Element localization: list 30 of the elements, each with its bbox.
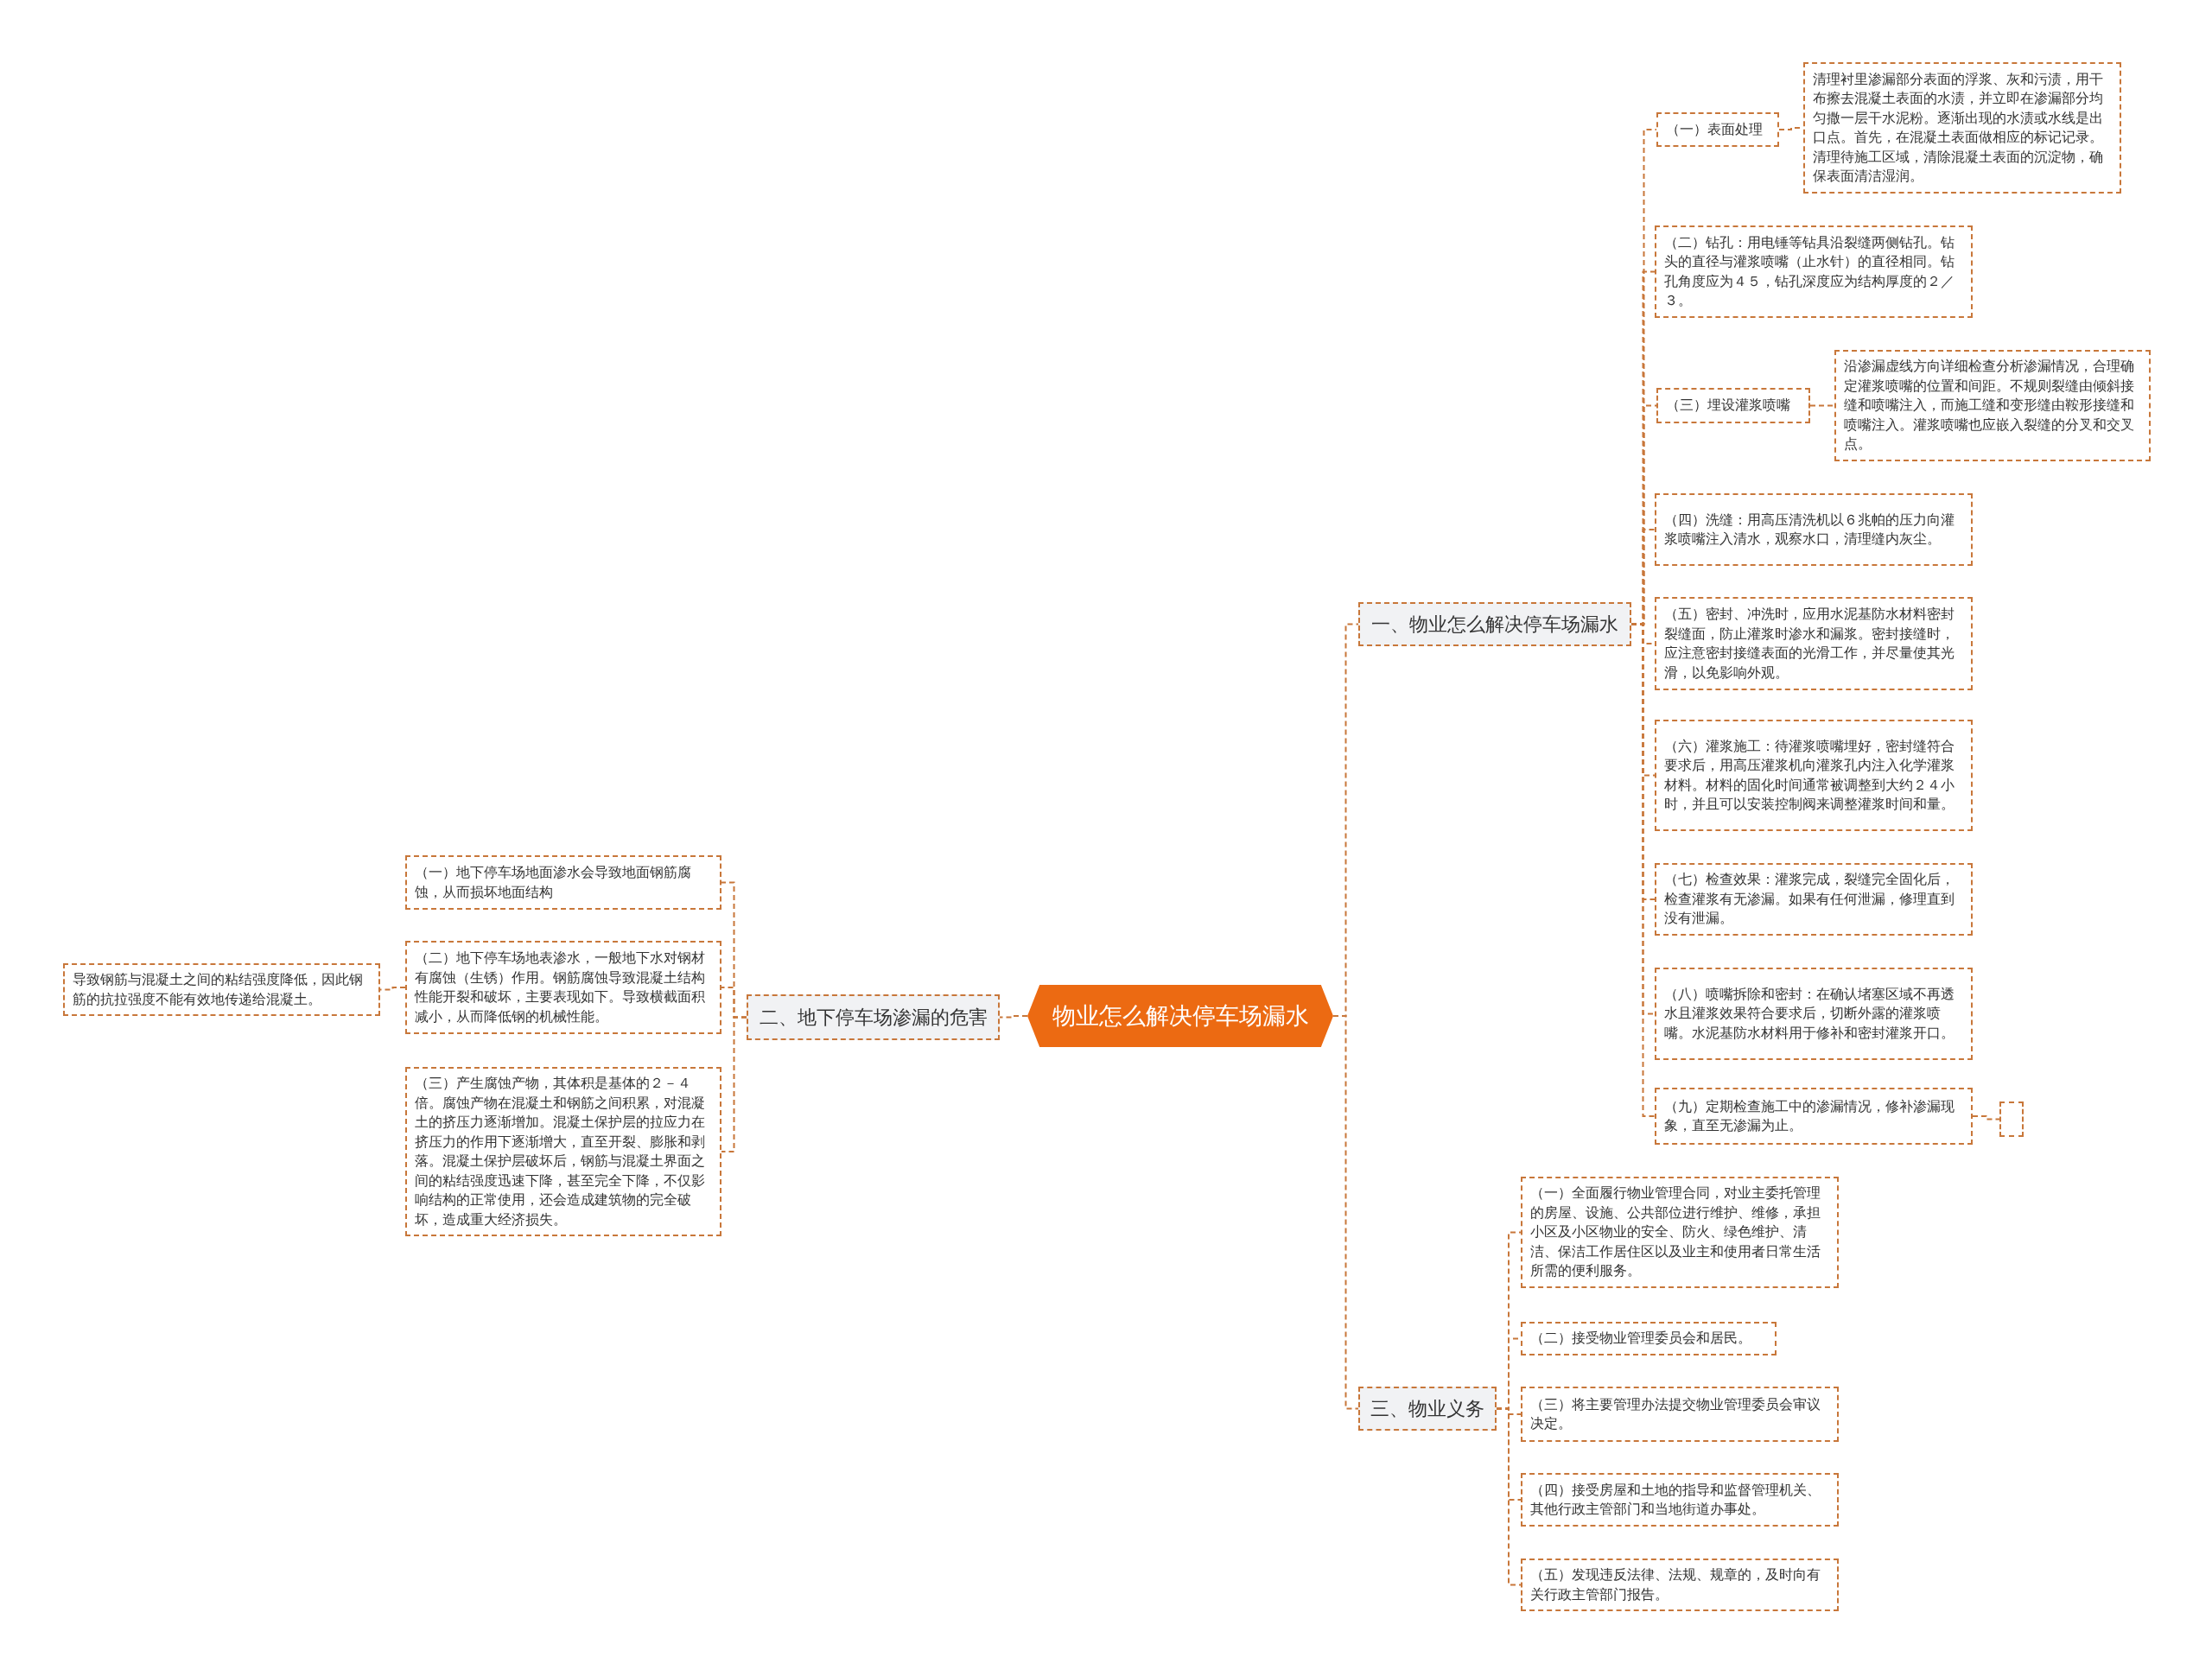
note-box: （三）产生腐蚀产物，其体积是基体的２－４倍。腐蚀产物在混凝土和钢筋之间积累，对混凝土的挤压力逐渐增加。混凝土保护层的拉应力在挤压力的作用下逐渐增大，直至开裂、膨胀和剥落。混凝土保护层破坏后，钢筋与混凝土界面之间的粘结强度迅速下降，甚至完全下降，不仅影响结构的正常使用，还会造成建筑物的完全破坏，造成重大经济损失。 [405, 1067, 721, 1236]
note-box: （四）接受房屋和土地的指导和监督管理机关、其他行政主管部门和当地街道办事处。 [1521, 1473, 1839, 1527]
branch-topic: 三、物业义务 [1358, 1387, 1497, 1431]
note-box: （八）喷嘴拆除和密封：在确认堵塞区域不再透水且灌浆效果符合要求后，切断外露的灌浆喷嘴。水泥基防水材料用于修补和密封灌浆开口。 [1655, 968, 1973, 1060]
note-box: 导致钢筋与混凝土之间的粘结强度降低，因此钢筋的抗拉强度不能有效地传递给混凝土。 [63, 963, 380, 1016]
note-box: （三）埋设灌浆喷嘴 [1656, 388, 1810, 423]
note-box: （二）接受物业管理委员会和居民。 [1521, 1322, 1777, 1355]
note-box: （七）检查效果：灌浆完成，裂缝完全固化后，检查灌浆有无渗漏。如果有任何泄漏，修理直到没有泄漏。 [1655, 863, 1973, 936]
note-box: （二）地下停车场地表渗水，一般地下水对钢材有腐蚀（生锈）作用。钢筋腐蚀导致混凝土结构性能开裂和破坏，主要表现如下。导致横截面积减小，从而降低钢的机械性能。 [405, 941, 721, 1034]
connector-line [721, 1016, 747, 1152]
connector-line [999, 1015, 1028, 1019]
note-box: （一）全面履行物业管理合同，对业主委托管理的房屋、设施、公共部位进行维护、维修，承担小区及小区物业的安全、防火、绿色维护、清洁、保洁工作居住区以及业主和使用者日常生活所需的便利服务。 [1521, 1177, 1839, 1288]
note-box: （三）将主要管理办法提交物业管理委员会审议决定。 [1521, 1387, 1839, 1442]
note-box: （四）洗缝：用高压清洗机以６兆帕的压力向灌浆喷嘴注入清水，观察水口，清理缝内灰尘。 [1655, 493, 1973, 566]
branch-topic: 一、物业怎么解决停车场漏水 [1358, 602, 1631, 646]
note-box: （一）表面处理 [1656, 112, 1779, 147]
branch-topic: 二、地下停车场渗漏的危害 [747, 994, 1000, 1040]
connector-line [1496, 1407, 1522, 1586]
note-box: （六）灌浆施工：待灌浆喷嘴埋好，密封缝符合要求后，用高压灌浆机向灌浆孔内注入化学灌浆材料。材料的固化时间通常被调整到大约２４小时，并且可以安装控制阀来调整灌浆时间和量。 [1655, 720, 1973, 831]
note-box: 清理衬里渗漏部分表面的浮浆、灰和污渍，用干布擦去混凝土表面的水渍，并立即在渗漏部分均匀撒一层干水泥粉。逐渐出现的水渍或水线是出口点。首先，在混凝土表面做相应的标记记录。清理待施工区域，清除混凝土表面的沉淀物，确保表面清洁湿润。 [1803, 62, 2121, 194]
note-box: （一）地下停车场地面渗水会导致地面钢筋腐蚀，从而损坏地面结构 [405, 855, 721, 910]
central-topic: 物业怎么解决停车场漏水 [1027, 985, 1333, 1047]
note-box: （五）发现违反法律、法规、规章的，及时向有关行政主管部门报告。 [1521, 1559, 1839, 1611]
note-box: （二）钻孔：用电锤等钻具沿裂缝两侧钻孔。钻头的直径与灌浆喷嘴（止水针）的直径相同。钻孔角度应为４５，钻孔深度应为结构厚度的２／３。 [1655, 225, 1973, 318]
connector-line [1809, 404, 1835, 407]
note-box: （九）定期检查施工中的渗漏情况，修补渗漏现象，直至无渗漏为止。 [1655, 1088, 1973, 1145]
empty-box [1999, 1101, 2024, 1137]
note-box: （五）密封、冲洗时，应用水泥基防水材料密封裂缝面，防止灌浆时渗水和漏浆。密封接缝时，应注意密封接缝表面的光滑工作，并尽量使其光滑，以免影响外观。 [1655, 597, 1973, 690]
note-box: 沿渗漏虚线方向详细检查分析渗漏情况，合理确定灌浆喷嘴的位置和间距。不规则裂缝由倾斜接缝和喷嘴注入，而施工缝和变形缝由鞍形接缝和喷嘴注入。灌浆喷嘴也应嵌入裂缝的分叉和交叉点。 [1834, 350, 2151, 461]
connector-line [1972, 1115, 2000, 1121]
